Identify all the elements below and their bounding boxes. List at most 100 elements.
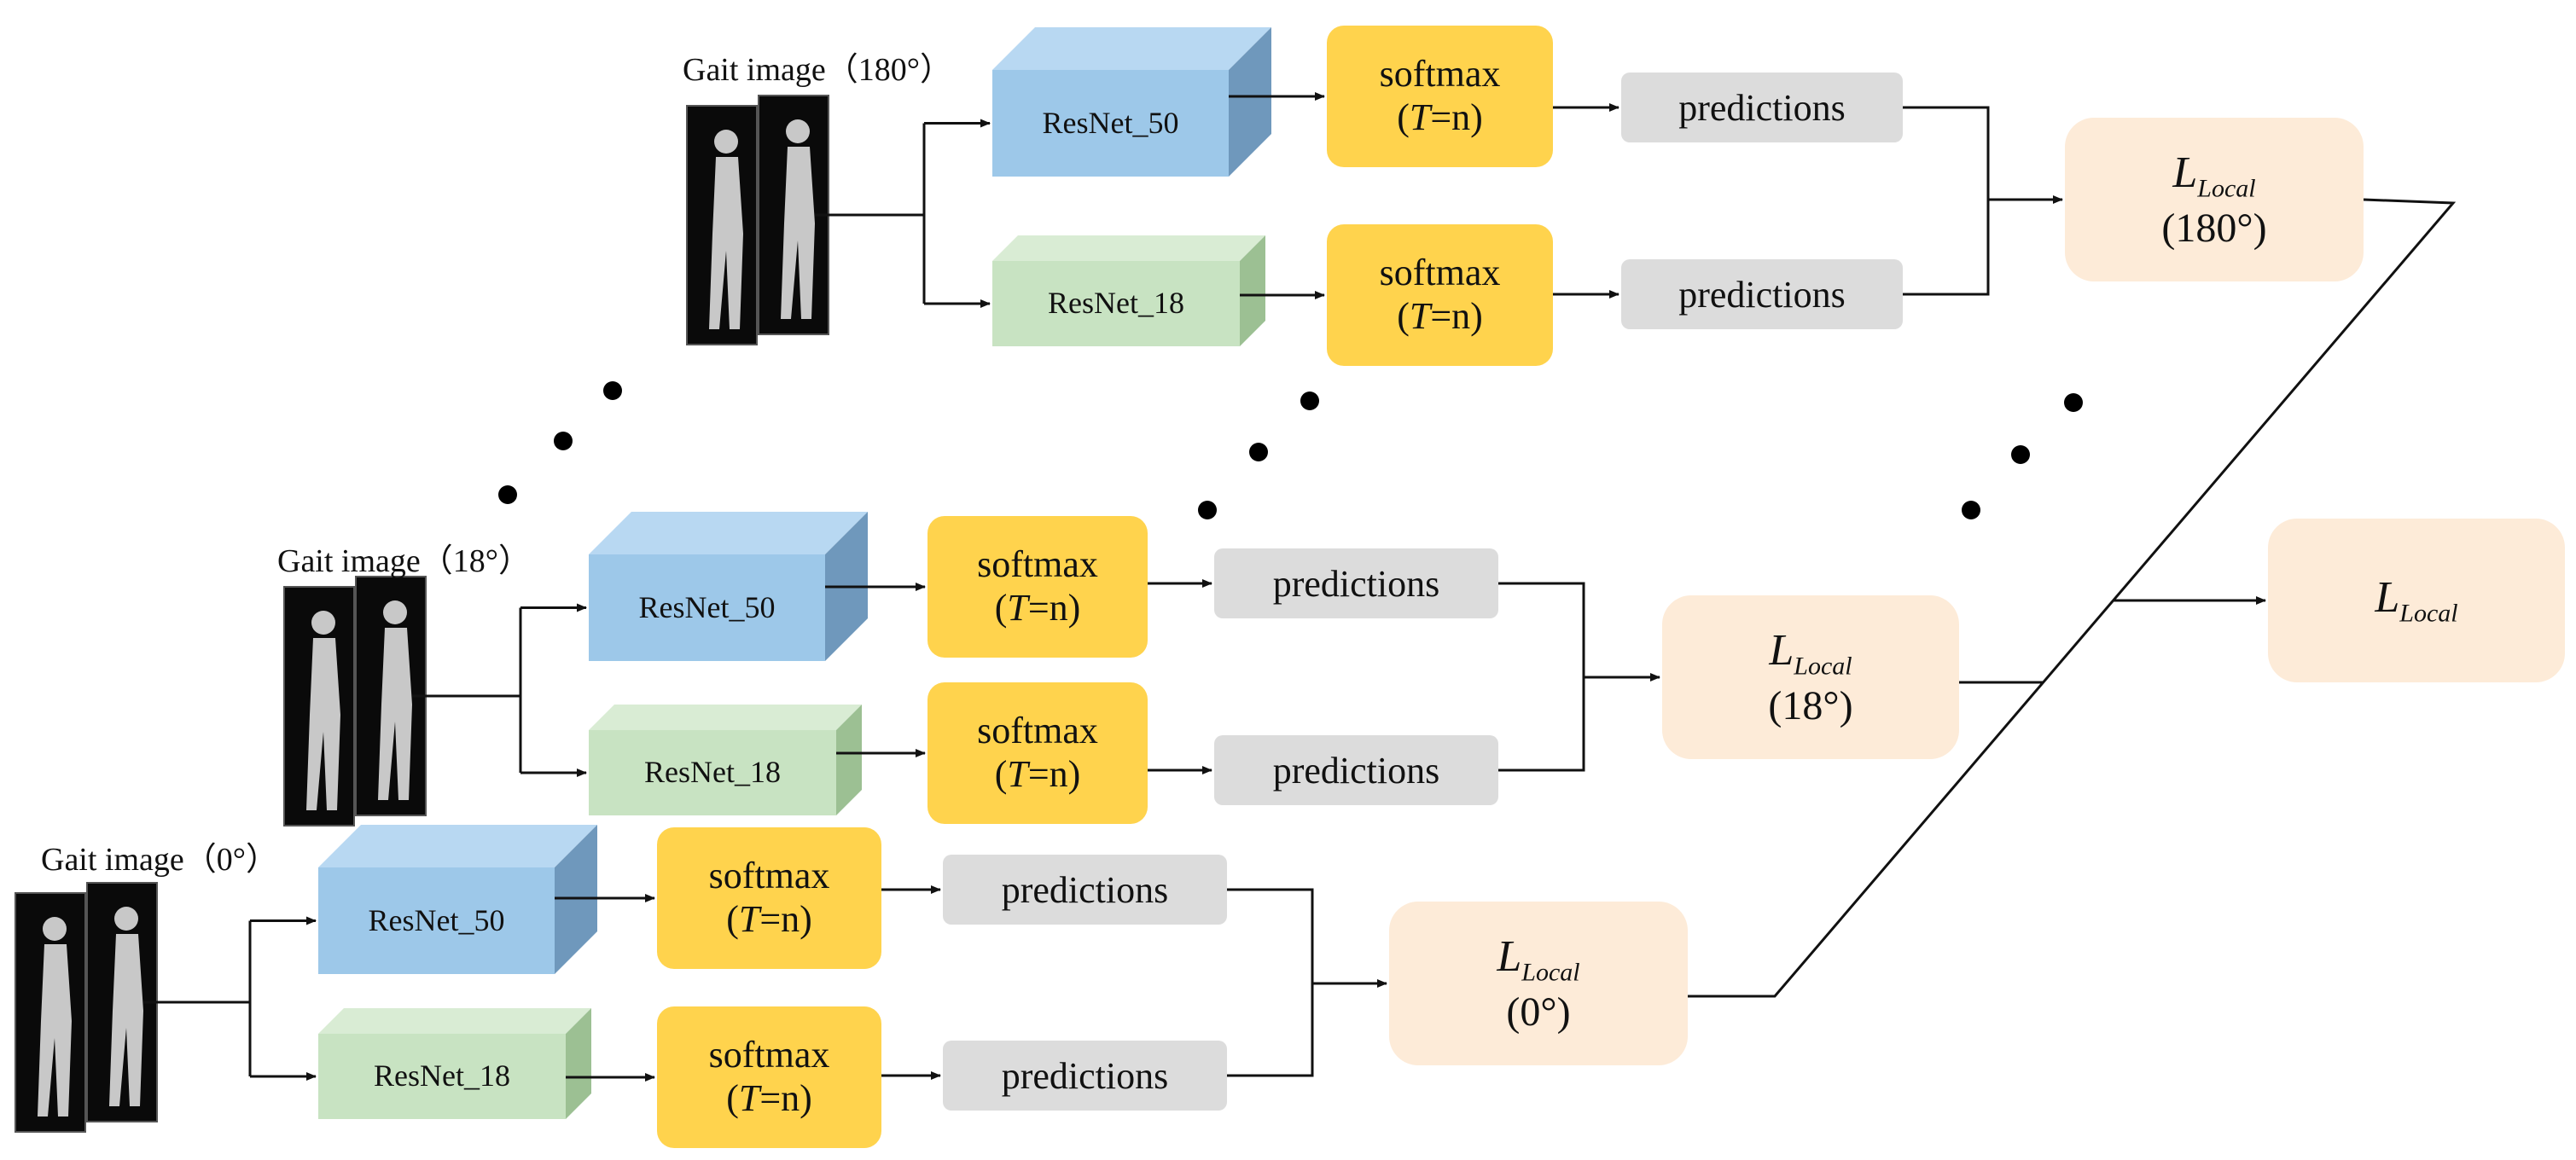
local-loss-box: LLocal(180°) xyxy=(2065,118,2364,281)
gait-image-label: Gait image（180°） xyxy=(683,52,952,88)
softmax-box: softmax(T=n) xyxy=(1327,26,1553,167)
loss-symbol: LLocal xyxy=(2172,148,2256,202)
resnet18-block-side-face xyxy=(566,1008,591,1119)
temperature-symbol: T xyxy=(738,1077,760,1119)
silhouette-body xyxy=(38,944,72,1116)
ellipsis-dot xyxy=(2064,393,2083,412)
predictions-label: predictions xyxy=(1678,273,1846,316)
resnet50-block-side-face xyxy=(1229,27,1271,177)
loss-angle: (180°) xyxy=(2161,205,2267,251)
softmax-label: softmax xyxy=(708,1034,830,1076)
temperature-value: =n) xyxy=(759,1077,812,1119)
resnet18-label: ResNet_18 xyxy=(374,1058,510,1093)
softmax-temperature: (T=n) xyxy=(994,587,1081,629)
gait-image-frames xyxy=(283,576,427,826)
temperature-symbol: T xyxy=(1409,295,1431,337)
temperature-symbol: T xyxy=(1007,753,1028,795)
ellipsis-dot xyxy=(1962,501,1980,519)
final-local-loss-box: LLocal xyxy=(2268,519,2565,682)
predictions-box: predictions xyxy=(1214,735,1498,805)
resnet18-block-side-face xyxy=(836,705,862,815)
resnet18-block-top-face xyxy=(318,1008,591,1034)
loss-angle: (0°) xyxy=(1506,989,1571,1035)
silhouette-body xyxy=(781,147,815,319)
predictions-label: predictions xyxy=(1001,868,1169,911)
resnet50-block xyxy=(992,27,1271,177)
softmax-box: softmax(T=n) xyxy=(1327,224,1553,366)
silhouette-body xyxy=(109,934,143,1106)
silhouette-head xyxy=(114,907,138,931)
temperature-symbol: T xyxy=(1007,587,1028,629)
resnet50-label: ResNet_50 xyxy=(1042,105,1179,140)
merge-connector xyxy=(1498,582,1585,772)
softmax-label: softmax xyxy=(1379,53,1501,96)
loss-angle: (18°) xyxy=(1768,682,1853,728)
loss-symbol: LLocal xyxy=(1769,625,1852,680)
merge-connector xyxy=(1903,106,1990,296)
predictions-box: predictions xyxy=(943,855,1227,925)
local-loss-box: LLocal(18°) xyxy=(1662,595,1959,759)
predictions-label: predictions xyxy=(1678,86,1846,129)
ellipsis-dot xyxy=(1198,501,1217,519)
softmax-box: softmax(T=n) xyxy=(927,516,1148,658)
ellipsis-dot xyxy=(603,381,622,400)
resnet18-block-front-face xyxy=(318,1034,566,1119)
predictions-box: predictions xyxy=(1214,548,1498,618)
resnet18-block-side-face xyxy=(1240,235,1265,346)
softmax-label: softmax xyxy=(977,543,1098,586)
resnet18-label: ResNet_18 xyxy=(644,755,781,789)
temperature-value: =n) xyxy=(1027,587,1081,629)
resnet18-block xyxy=(992,235,1265,346)
resnet50-block-top-face xyxy=(318,825,597,867)
resnet50-block-front-face xyxy=(992,70,1229,177)
resnet50-block-top-face xyxy=(589,512,868,554)
softmax-temperature: (T=n) xyxy=(1397,295,1483,337)
gait-image-label: Gait image（18°） xyxy=(277,543,531,579)
predictions-label: predictions xyxy=(1272,749,1440,792)
resnet18-label: ResNet_18 xyxy=(1048,286,1184,320)
temperature-value: =n) xyxy=(1430,295,1483,337)
ellipsis-dot xyxy=(498,485,517,504)
resnet50-label: ResNet_50 xyxy=(368,902,505,937)
temperature-value: =n) xyxy=(1430,96,1483,138)
silhouette-head xyxy=(786,119,810,143)
softmax-temperature: (T=n) xyxy=(726,898,812,940)
softmax-temperature: (T=n) xyxy=(994,753,1081,795)
silhouette-head xyxy=(383,600,407,624)
softmax-label: softmax xyxy=(1379,252,1501,294)
resnet50-block-front-face xyxy=(318,867,555,974)
loss-symbol: LLocal xyxy=(1497,931,1580,986)
softmax-box: softmax(T=n) xyxy=(927,682,1148,824)
resnet18-block-front-face xyxy=(589,730,836,815)
predictions-box: predictions xyxy=(943,1041,1227,1111)
softmax-box: softmax(T=n) xyxy=(657,827,881,969)
predictions-label: predictions xyxy=(1272,562,1440,605)
resnet50-block xyxy=(589,512,868,661)
softmax-label: softmax xyxy=(977,710,1098,752)
silhouette-body xyxy=(306,638,340,810)
local-loss-box: LLocal(0°) xyxy=(1389,902,1688,1065)
predictions-label: predictions xyxy=(1001,1054,1169,1097)
silhouette-head xyxy=(43,917,67,941)
resnet18-block xyxy=(589,705,862,815)
gait-image-frames xyxy=(686,95,829,345)
predictions-box: predictions xyxy=(1621,259,1903,329)
merge-connector xyxy=(1227,888,1314,1077)
softmax-temperature: (T=n) xyxy=(726,1077,812,1119)
ellipsis-dot xyxy=(1300,392,1319,410)
gait-image-label: Gait image（0°） xyxy=(41,842,278,878)
resnet18-block-top-face xyxy=(992,235,1265,261)
silhouette-head xyxy=(311,611,335,635)
temperature-symbol: T xyxy=(738,898,760,940)
softmax-label: softmax xyxy=(708,855,830,897)
gait-image-frames xyxy=(15,882,158,1133)
resnet18-block-front-face xyxy=(992,261,1240,346)
resnet18-block-top-face xyxy=(589,705,862,730)
softmax-box: softmax(T=n) xyxy=(657,1006,881,1148)
resnet18-block xyxy=(318,1008,591,1119)
temperature-value: =n) xyxy=(1027,753,1081,795)
ellipsis-dot xyxy=(1249,443,1268,461)
resnet50-block-top-face xyxy=(992,27,1271,70)
final-loss-symbol: LLocal xyxy=(2375,573,2458,628)
